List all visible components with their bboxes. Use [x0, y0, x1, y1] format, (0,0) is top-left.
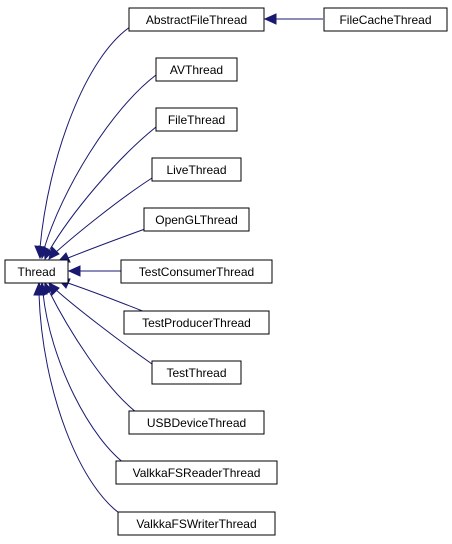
node-label: ValkkaFSWriterThread [136, 517, 256, 531]
node-label: AbstractFileThread [146, 13, 247, 27]
node-filecachethread[interactable]: FileCacheThread [323, 7, 448, 32]
node-label: USBDeviceThread [147, 416, 246, 430]
node-label: LiveThread [166, 163, 226, 177]
node-label: TestProducerThread [142, 316, 251, 330]
node-avthread[interactable]: AVThread [155, 57, 238, 82]
edge-valkkafswriterthread-thread [38, 293, 126, 518]
edge-usbdevicethread-thread [48, 290, 141, 416]
edge-testthread-thread [54, 288, 153, 365]
node-label: Thread [17, 265, 55, 279]
node-filethread[interactable]: FileThread [155, 107, 238, 132]
node-label: FileThread [168, 113, 225, 127]
node-testconsumerthread[interactable]: TestConsumerThread [120, 259, 273, 284]
edge-testproducerthread-thread [67, 282, 146, 313]
node-label: TestConsumerThread [139, 265, 254, 279]
edge-abstractfilethread-thread [39, 24, 134, 249]
node-label: TestThread [166, 366, 226, 380]
node-abstractfilethread[interactable]: AbstractFileThread [128, 7, 265, 32]
arrowhead-icon [67, 265, 81, 277]
arrowhead-icon [48, 246, 60, 260]
node-label: ValkkaFSReaderThread [133, 466, 261, 480]
node-label: AVThread [170, 63, 223, 77]
node-valkkafsreaderthread[interactable]: ValkkaFSReaderThread [115, 460, 278, 485]
node-usbdevicethread[interactable]: USBDeviceThread [128, 410, 265, 435]
node-openglthread[interactable]: OpenGLThread [143, 207, 250, 232]
node-valkkafswriterthread[interactable]: ValkkaFSWriterThread [117, 511, 276, 536]
edge-avthread-thread [43, 74, 157, 250]
node-label: FileCacheThread [339, 13, 431, 27]
edge-filethread-thread [48, 126, 157, 252]
node-livethread[interactable]: LiveThread [151, 157, 242, 182]
edge-openglthread-thread [67, 228, 146, 259]
node-testproducerthread[interactable]: TestProducerThread [123, 310, 270, 335]
node-testthread[interactable]: TestThread [151, 360, 242, 385]
arrowhead-icon [263, 13, 277, 25]
edge-valkkafsreaderthread-thread [42, 292, 129, 467]
arrowhead-icon [33, 281, 45, 296]
nodes: Thread AbstractFileThread FileCacheThrea… [4, 7, 448, 536]
arrowhead-icon [43, 246, 53, 261]
edge-livethread-thread [54, 177, 153, 254]
node-label: OpenGLThread [155, 213, 238, 227]
node-thread[interactable]: Thread [4, 259, 69, 284]
